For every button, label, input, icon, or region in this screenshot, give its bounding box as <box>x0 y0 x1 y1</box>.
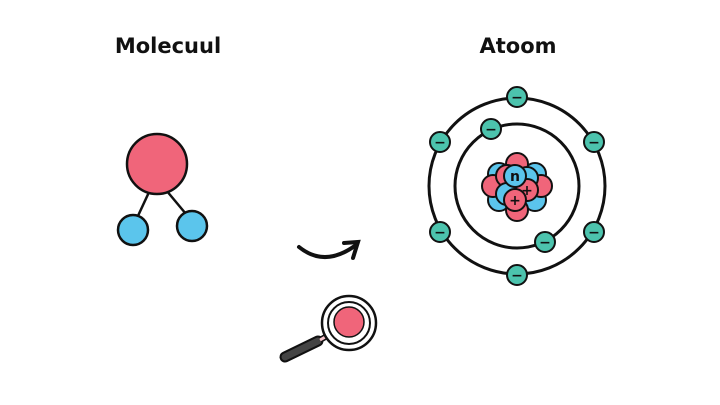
magnifier-icon <box>279 294 378 363</box>
svg-text:−: − <box>434 225 446 241</box>
electron: − <box>506 86 528 108</box>
electron: − <box>583 131 605 153</box>
svg-text:−: − <box>485 122 497 138</box>
molecule-small-atom <box>116 213 150 247</box>
electron: − <box>506 264 528 286</box>
svg-text:−: − <box>434 135 446 151</box>
svg-text:+: + <box>521 183 533 199</box>
svg-text:+: + <box>509 193 521 209</box>
molecule <box>116 132 209 247</box>
molecule-large-atom <box>125 132 189 196</box>
molecule-label: Molecuul <box>114 34 222 58</box>
inner-orbit <box>453 122 581 250</box>
svg-text:−: − <box>511 90 523 106</box>
electron: − <box>480 118 502 140</box>
electron: − <box>429 221 451 243</box>
neutron: n <box>503 164 527 188</box>
electron: − <box>429 131 451 153</box>
molecule-small-atom <box>175 209 209 243</box>
arrow-icon <box>297 239 361 260</box>
svg-text:−: − <box>511 268 523 284</box>
svg-text:−: − <box>588 135 600 151</box>
svg-text:−: − <box>539 235 551 251</box>
atom: +n+−−−−−−−− <box>427 86 607 286</box>
svg-text:−: − <box>588 225 600 241</box>
proton: + <box>503 188 527 212</box>
electron: − <box>534 231 556 253</box>
svg-text:n: n <box>510 169 520 185</box>
electron: − <box>583 221 605 243</box>
atom-label: Atoom <box>479 34 557 58</box>
